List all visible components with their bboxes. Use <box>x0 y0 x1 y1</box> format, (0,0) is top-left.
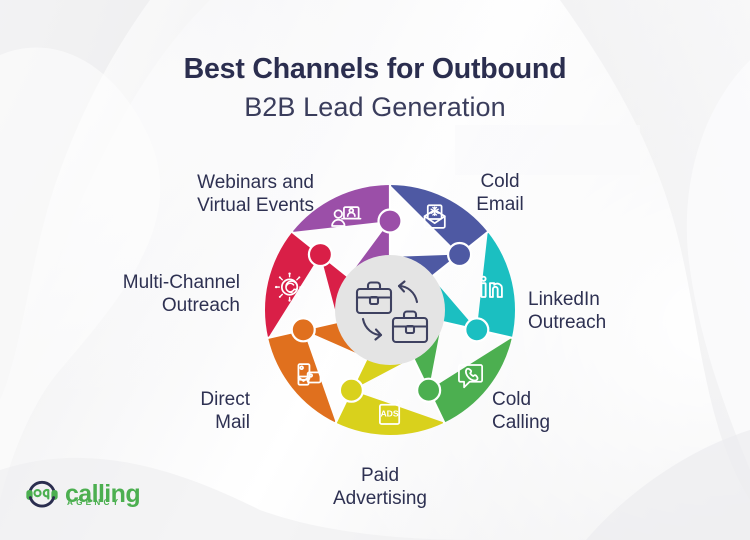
title-line-1: Best Channels for Outbound <box>183 53 567 85</box>
segment-shape <box>390 185 488 277</box>
webinar-presenter-icon <box>331 206 362 227</box>
title-line-2: B2B Lead Generation <box>244 92 506 123</box>
direct-mail-icon <box>297 363 322 386</box>
label-webinars-virtual-events: Webinars and Virtual Events <box>197 172 314 217</box>
label-cold-email: Cold Email <box>476 171 524 216</box>
cold-email-icon <box>423 204 446 229</box>
segment-knob-outline <box>377 208 403 234</box>
phone-chat-icon <box>458 364 483 389</box>
brand-logo[interactable]: calling AGENCY <box>24 477 141 511</box>
segment-shape <box>264 232 349 338</box>
label-multi-channel-outreach: Multi-Channel Outreach <box>122 272 240 317</box>
segment-knob-outline <box>464 317 490 343</box>
label-paid-advertising: Paid Advertising <box>333 465 427 510</box>
segment-knob-outline <box>416 377 442 403</box>
headset-smiley-icon <box>26 480 58 508</box>
at-network-icon <box>274 272 305 302</box>
b2b-briefcase-exchange-icon <box>355 280 429 344</box>
label-linkedin-outreach: LinkedIn Outreach <box>528 289 607 334</box>
segment-shape <box>335 357 445 436</box>
logo-subtitle: AGENCY <box>67 497 122 507</box>
puzzle-wheel-diagram: ADS <box>264 184 516 436</box>
segment-knob-outline <box>338 377 364 403</box>
wheel-icons: ADS <box>274 204 503 425</box>
page-title: Best Channels for Outbound B2B Lead Gene… <box>0 52 750 125</box>
segment-knob-outline <box>290 317 316 343</box>
segment-knob-outline <box>307 241 334 268</box>
svg-text:ADS: ADS <box>380 409 398 419</box>
linkedin-icon <box>480 275 503 298</box>
segment-shape <box>431 232 516 338</box>
ads-banner-icon: ADS <box>379 399 403 425</box>
segment-knob-outline <box>446 241 473 268</box>
label-cold-calling: Cold Calling <box>492 389 551 434</box>
segment-shape <box>292 185 390 277</box>
label-direct-mail: Direct Mail <box>200 389 250 434</box>
